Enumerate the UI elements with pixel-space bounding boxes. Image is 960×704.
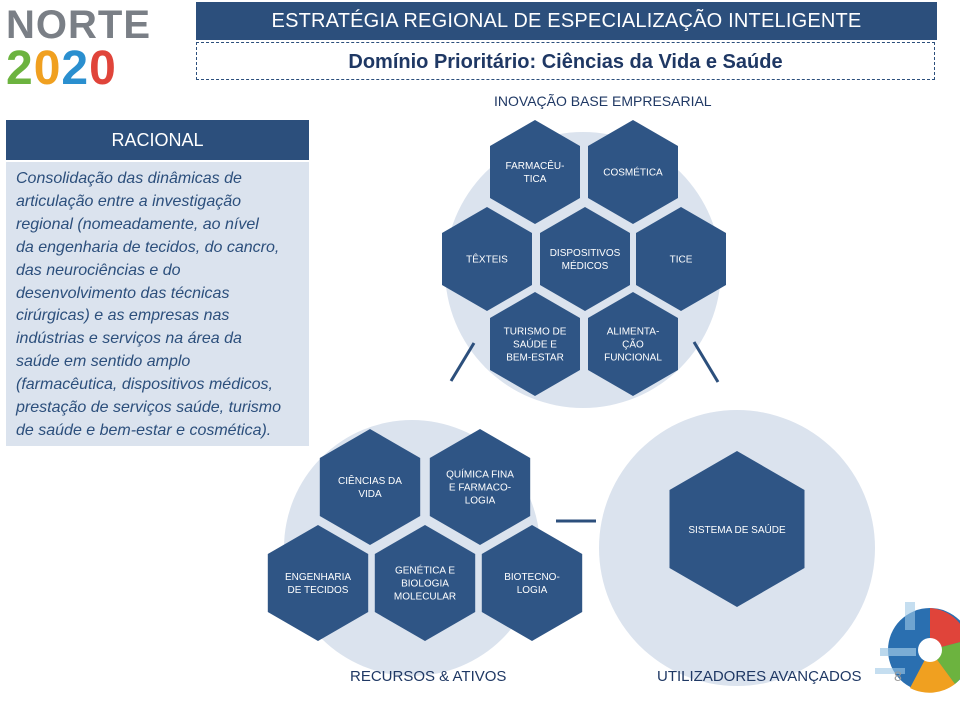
hexagon-label: ALIMENTA- — [607, 327, 660, 338]
racional-heading: RACIONAL — [6, 120, 309, 160]
logo-digit-2a: 2 — [6, 42, 34, 90]
racional-line: Consolidação das dinâmicas de — [16, 170, 242, 187]
norte-2020-logo: NORTE 2020 — [6, 3, 151, 90]
connector-right — [692, 341, 720, 383]
hexagon-label: MÉDICOS — [562, 259, 609, 272]
corner-stripe-1 — [880, 648, 916, 656]
hexagon-label: BIOTECNO- — [504, 572, 560, 583]
hexagon-label: BEM-ESTAR — [506, 353, 564, 364]
hexagon-shape — [490, 292, 580, 396]
corner-slice-1 — [930, 608, 960, 650]
corner-slice-3 — [910, 650, 955, 693]
hexagon-cosmetica: COSMÉTICA — [588, 120, 678, 224]
racional-line: da engenharia de tecidos, do cancro, — [16, 238, 280, 256]
hexagon-shape — [267, 525, 369, 641]
logo-line2: 2020 — [6, 42, 117, 90]
page-title: ESTRATÉGIA REGIONAL DE ESPECIALIZAÇÃO IN… — [196, 2, 937, 40]
hexagon-biotecnologia: BIOTECNO- LOGIA — [481, 525, 583, 641]
hexagon-label: SISTEMA DE SAÚDE — [688, 523, 786, 536]
hexagon-label: TÊXTEIS — [466, 253, 508, 266]
hexagon-shape — [442, 207, 532, 311]
hexagon-label: GENÉTICA E — [395, 564, 455, 577]
label-utilizadores: UTILIZADORES AVANÇADOS — [657, 668, 862, 685]
hexagon-label: MOLECULAR — [394, 592, 456, 603]
corner-circle-inner — [918, 638, 942, 662]
hexagon-label: LOGIA — [465, 496, 496, 507]
hexagon-shape — [669, 451, 805, 607]
hexagon-label: E FARMACO- — [449, 483, 511, 494]
label-inovacao: INOVAÇÃO BASE EMPRESARIAL — [494, 93, 712, 109]
hexagon-label: BIOLOGIA — [401, 579, 449, 590]
racional-line: articulação entre a investigação — [16, 192, 242, 210]
corner-stripe-2 — [875, 668, 905, 674]
racional-line: das neurociências e do — [16, 261, 181, 279]
connector-left — [449, 342, 476, 382]
racional-line: saúde em sentido amplo — [16, 353, 191, 371]
hexagon-ciencias: CIÊNCIAS DA VIDA — [319, 429, 421, 545]
hexagon-label: TICA — [524, 174, 547, 185]
hexagon-shape — [540, 207, 630, 311]
hexagon-label: SAÚDE E — [513, 338, 557, 351]
hexagon-label: ENGENHARIA — [285, 572, 351, 583]
logo-digit-0b: 0 — [89, 42, 117, 90]
racional-line: regional (nomeadamente, ao nível — [16, 215, 259, 233]
hexagon-label: VIDA — [358, 489, 382, 500]
hexagon-label: FARMACÊU- — [506, 159, 565, 172]
hexagon-label: QUÍMICA FINA — [446, 468, 514, 481]
hexagon-label: CIÊNCIAS DA — [338, 474, 402, 487]
hexagon-label: TICE — [670, 255, 693, 266]
hexagon-label: LOGIA — [517, 585, 548, 596]
hexagon-layer: FARMACÊU- TICA COSMÉTICA TÊXTEIS DISPOSITIVO… — [267, 120, 805, 641]
racional-line: (farmacêutica, dispositivos médicos, — [16, 376, 273, 394]
page-number: 8 — [894, 668, 902, 684]
hexagon-shape — [429, 429, 531, 545]
hexagon-sistema: SISTEMA DE SAÚDE — [669, 451, 805, 607]
corner-stripe-3 — [905, 602, 915, 630]
racional-line: indústrias e serviços na área da — [16, 330, 242, 348]
hexagon-label: ÇÃO — [622, 338, 644, 351]
hexagon-shape — [588, 120, 678, 224]
hexagon-texteis: TÊXTEIS — [442, 207, 532, 311]
hexagon-shape — [490, 120, 580, 224]
hexagon-quimica: QUÍMICA FINA E FARMACO- LOGIA — [429, 429, 531, 545]
racional-line: prestação de serviços saúde, turismo — [16, 399, 282, 417]
hexagon-engenharia: ENGENHARIA DE TECIDOS — [267, 525, 369, 641]
logo-digit-2b: 2 — [61, 42, 89, 90]
logo-digit-0a: 0 — [34, 42, 62, 90]
hexagon-shape — [481, 525, 583, 641]
racional-line: cirúrgicas) e as empresas nas — [16, 307, 230, 325]
hexagon-farmaceutica: FARMACÊU- TICA — [490, 120, 580, 224]
hexagon-label: DE TECIDOS — [288, 585, 349, 596]
hexagon-alimentacao: ALIMENTA-ÇÃO FUNCIONAL — [588, 292, 678, 396]
hexagon-label: TURISMO DE — [504, 327, 567, 338]
hexagon-label: COSMÉTICA — [603, 166, 663, 179]
hexagon-genetica: GENÉTICA E BIOLOGIA MOLECULAR — [374, 525, 476, 641]
racional-text: Consolidação das dinâmicas de articulaçã… — [6, 162, 309, 446]
corner-decoration — [875, 602, 960, 693]
hexagon-tice: TICE — [636, 207, 726, 311]
hexagon-shape — [319, 429, 421, 545]
label-recursos: RECURSOS & ATIVOS — [350, 668, 507, 685]
racional-line: de saúde e bem-estar e cosmética). — [16, 421, 272, 439]
logo-line1: NORTE — [6, 3, 151, 47]
page-subtitle: Domínio Prioritário: Ciências da Vida e … — [196, 42, 935, 80]
hexagon-label: DISPOSITIVOS — [550, 248, 621, 259]
hexagon-shape — [636, 207, 726, 311]
racional-line: desenvolvimento das técnicas — [16, 284, 230, 302]
hexagon-shape — [374, 525, 476, 641]
hexagon-label: FUNCIONAL — [604, 353, 662, 364]
hexagon-shape — [588, 292, 678, 396]
